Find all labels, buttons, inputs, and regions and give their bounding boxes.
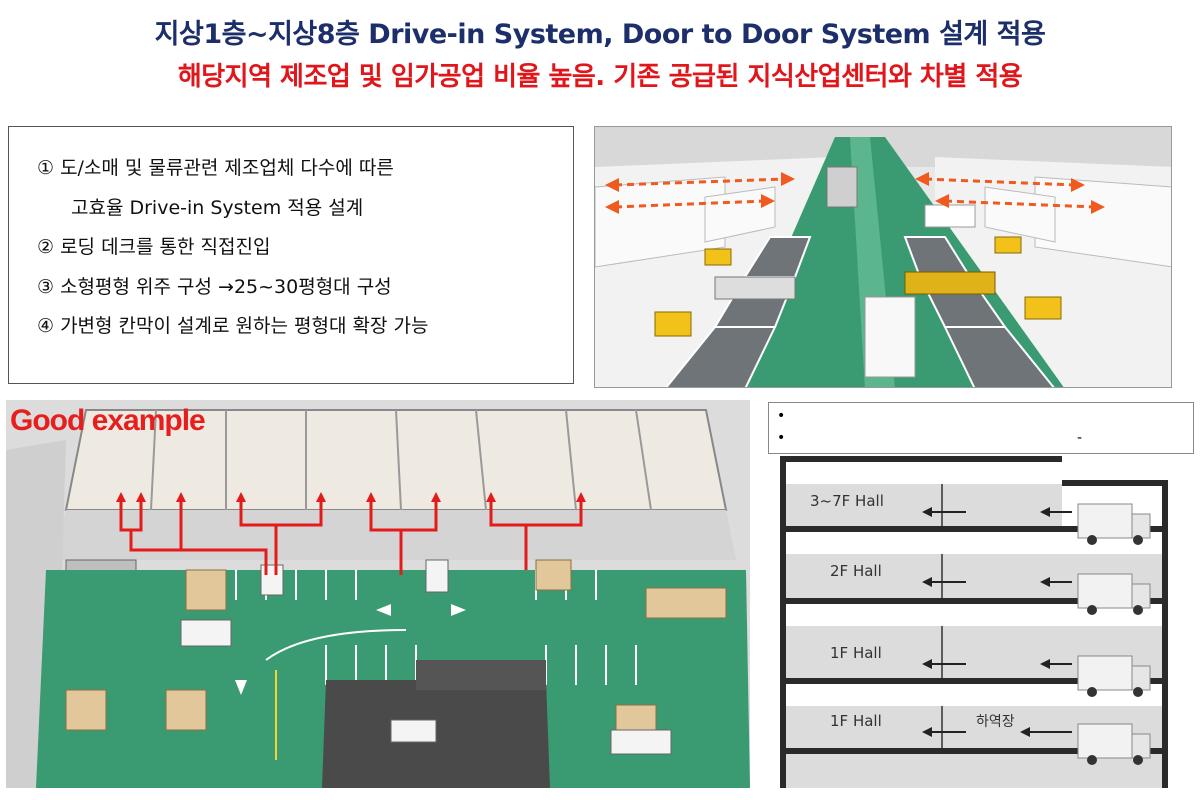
floor-label-2: 2F Hall bbox=[830, 562, 882, 580]
floor-label-1b: 1F Hall bbox=[830, 712, 882, 730]
floor-label-1a: 1F Hall bbox=[830, 644, 882, 662]
truck-icon bbox=[1077, 723, 1151, 765]
floorplan-rendering bbox=[6, 400, 750, 788]
feature-3: ③ 소형평형 위주 구성 →25~30평형대 구성 bbox=[37, 275, 392, 298]
truck-icon bbox=[1077, 503, 1151, 545]
page-subtitle: 해당지역 제조업 및 임가공업 비율 높음. 기존 공급된 지식산업센터와 차별… bbox=[177, 62, 1023, 92]
note-bullet-1: • bbox=[777, 408, 786, 424]
corridor-rendering bbox=[594, 126, 1172, 388]
notes-box: • • - bbox=[768, 402, 1194, 454]
good-example-label: Good example bbox=[10, 404, 206, 437]
loading-dock-label: 하역장 bbox=[976, 714, 1015, 730]
feature-2: ② 로딩 데크를 통한 직접진입 bbox=[37, 236, 271, 258]
truck-icon bbox=[1077, 655, 1151, 697]
features-box: ① 도/소매 및 물류관련 제조업체 다수에 따른 고효율 Drive-in S… bbox=[8, 126, 574, 384]
feature-1-continued: 고효율 Drive-in System 적용 설계 bbox=[71, 196, 364, 219]
floor-label-3-7: 3~7F Hall bbox=[810, 492, 884, 510]
note-mark: - bbox=[1077, 430, 1083, 446]
building-section-diagram: 3~7F Hall 2F Hall 1F Hall 1F Hall 하역장 bbox=[770, 456, 1172, 788]
feature-4: ④ 가변형 칸막이 설계로 원하는 평형대 확장 가능 bbox=[37, 315, 429, 337]
page-title: 지상1층~지상8층 Drive-in System, Door to Door … bbox=[154, 19, 1046, 50]
feature-1: ① 도/소매 및 물류관련 제조업체 다수에 따른 bbox=[37, 157, 394, 179]
truck-icon bbox=[1077, 573, 1151, 615]
note-bullet-2: • bbox=[777, 430, 786, 446]
